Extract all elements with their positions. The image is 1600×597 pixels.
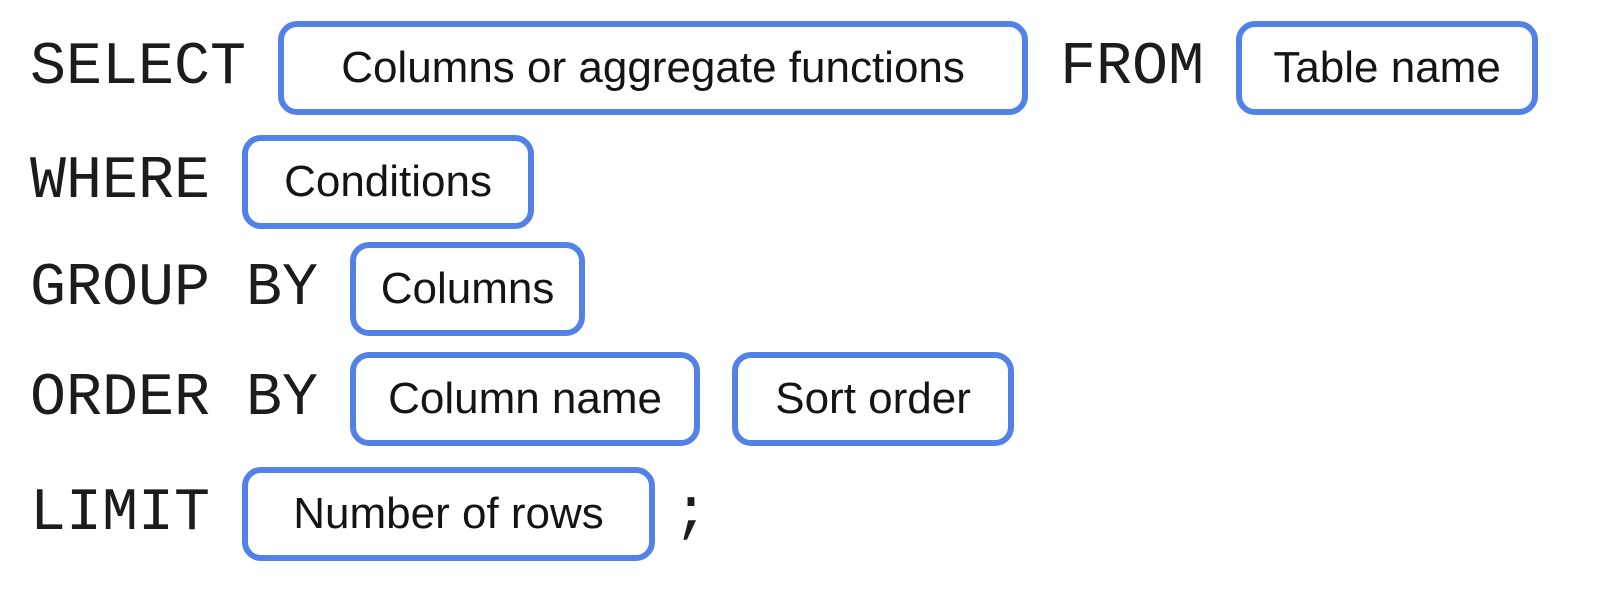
- placeholder-box-sort-order: Sort order: [732, 352, 1015, 446]
- clause-where: WHERE Conditions: [30, 135, 535, 229]
- keyword-group-by: GROUP BY: [30, 255, 319, 323]
- statement-terminator-semicolon: ;: [673, 480, 710, 548]
- clause-limit: LIMIT Number of rows ;: [30, 467, 709, 561]
- keyword-select: SELECT: [30, 34, 247, 102]
- placeholder-box-columns-or-aggregate-functions: Columns or aggregate functions: [278, 21, 1029, 115]
- keyword-limit: LIMIT: [30, 480, 211, 548]
- keyword-from: FROM: [1060, 34, 1205, 102]
- placeholder-box-conditions: Conditions: [242, 135, 535, 229]
- clause-group-by: GROUP BY Columns: [30, 242, 586, 336]
- placeholder-box-columns: Columns: [350, 242, 586, 336]
- placeholder-box-table-name: Table name: [1236, 21, 1539, 115]
- clause-select-from: SELECT Columns or aggregate functions FR…: [30, 21, 1539, 115]
- keyword-where: WHERE: [30, 148, 211, 216]
- clause-order-by: ORDER BY Column name Sort order: [30, 352, 1015, 446]
- placeholder-box-column-name: Column name: [350, 352, 701, 446]
- keyword-order-by: ORDER BY: [30, 365, 319, 433]
- placeholder-box-number-of-rows: Number of rows: [242, 467, 656, 561]
